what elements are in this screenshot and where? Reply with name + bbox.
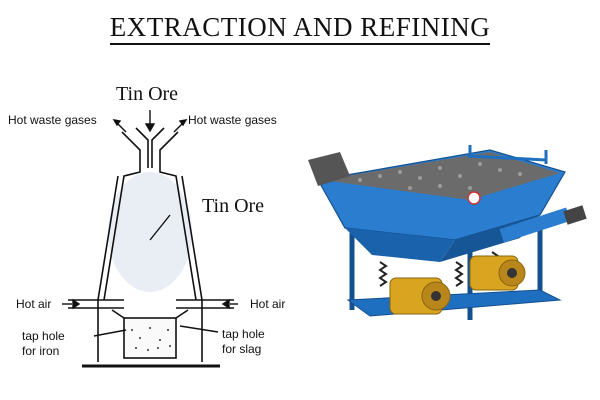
label-hot-waste-right: Hot waste gases <box>188 113 277 127</box>
page-title: EXTRACTION AND REFINING <box>0 12 600 45</box>
jig-base-frame <box>346 289 562 317</box>
jig-feed-chute <box>308 152 350 186</box>
jig-ore-bed <box>322 152 560 200</box>
furnace-glow <box>108 172 192 292</box>
blast-furnace <box>68 127 234 368</box>
label-tap-slag-1: tap hole <box>222 327 265 341</box>
furnace-left-chimney <box>103 131 141 301</box>
jig-machine <box>308 145 587 320</box>
hearth-texture <box>131 327 171 351</box>
jig-logo-icon <box>467 191 481 205</box>
label-hot-air-left: Hot air <box>16 297 51 311</box>
label-tap-iron-2: for iron <box>22 344 59 358</box>
label-hot-waste-left: Hot waste gases <box>8 113 97 127</box>
furnace-hearth <box>123 317 177 359</box>
furnace-arrows <box>62 110 238 337</box>
label-tin-ore-inside: Tin Ore <box>202 195 264 217</box>
jig-side-pipe <box>499 207 571 243</box>
label-hot-air-right: Hot air <box>250 297 285 311</box>
label-tin-ore-top: Tin Ore <box>116 83 178 105</box>
furnace-right-chimney <box>159 131 197 301</box>
label-tap-iron-1: tap hole <box>22 329 65 343</box>
label-tap-slag-2: for slag <box>222 342 261 356</box>
